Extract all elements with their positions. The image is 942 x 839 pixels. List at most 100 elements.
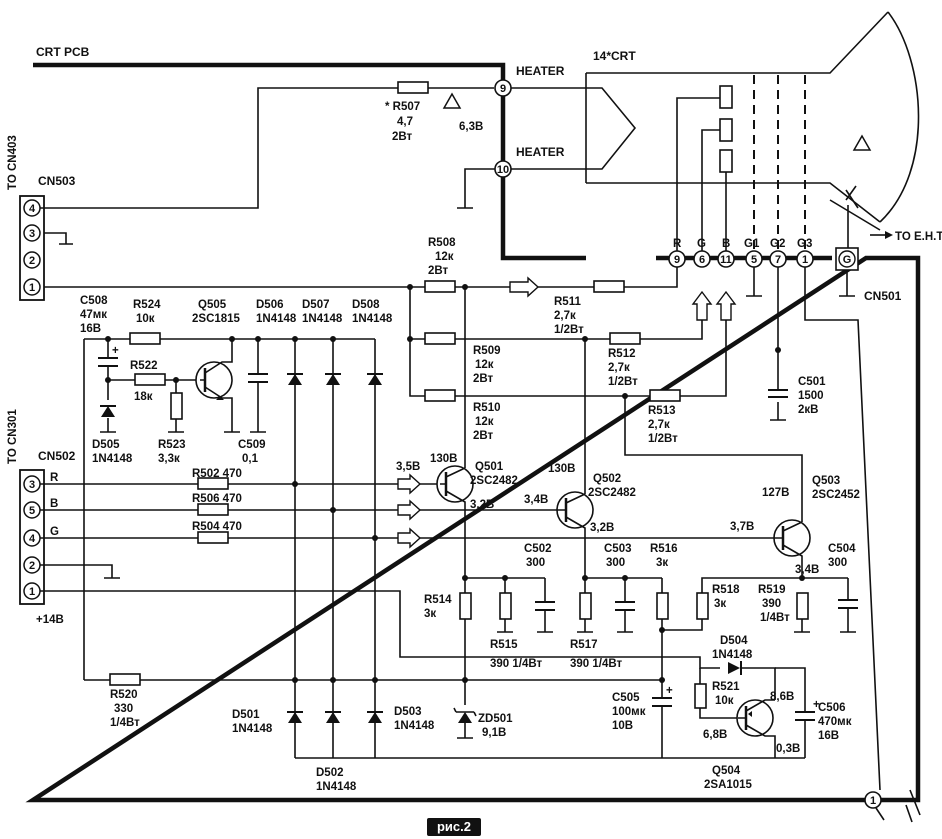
r516-label: R516 (650, 543, 678, 555)
svg-text:10к: 10к (715, 695, 734, 707)
svg-text:4,7: 4,7 (397, 116, 413, 128)
q504-label: Q504 (712, 765, 741, 777)
svg-text:0,1: 0,1 (242, 453, 259, 465)
c506-label: C506 (818, 702, 846, 714)
r510-label: R510 (473, 402, 501, 414)
svg-text:1/2Вт: 1/2Вт (554, 324, 584, 336)
svg-text:100мк: 100мк (612, 706, 646, 718)
svg-text:3,7В: 3,7В (730, 521, 754, 533)
c508-label: C508 (80, 295, 108, 307)
r511-label: R511 (554, 296, 581, 308)
svg-text:2Вт: 2Вт (473, 430, 494, 442)
r520-label: R520 (110, 689, 138, 701)
svg-text:+: + (112, 345, 119, 357)
svg-text:G1: G1 (744, 238, 760, 250)
r513-label: R513 (648, 405, 676, 417)
svg-text:3к: 3к (424, 608, 436, 620)
svg-text:2,7к: 2,7к (648, 419, 670, 431)
svg-text:1: 1 (870, 795, 876, 807)
board-title: CRT PCB (36, 45, 90, 59)
svg-text:5: 5 (751, 254, 757, 266)
svg-text:1N4148: 1N4148 (256, 313, 297, 325)
svg-text:12к: 12к (475, 359, 494, 371)
svg-text:3к: 3к (714, 598, 726, 610)
svg-text:G: G (843, 254, 852, 266)
svg-text:R: R (673, 238, 682, 250)
svg-text:390: 390 (762, 598, 781, 610)
svg-text:G: G (697, 238, 706, 250)
svg-text:2Вт: 2Вт (473, 373, 494, 385)
crt-socket-pins: 9 6 11 5 7 1 R G B G1 G2 G3 G (668, 238, 859, 271)
q502-label: 130В (548, 463, 576, 475)
svg-text:1/2Вт: 1/2Вт (608, 376, 638, 388)
c502-label: C502 (524, 543, 552, 555)
svg-text:1N4148: 1N4148 (302, 313, 343, 325)
d504-label: D504 (720, 635, 748, 647)
d502-label: D502 (316, 767, 344, 779)
svg-text:1N4148: 1N4148 (92, 453, 133, 465)
svg-text:3,2В: 3,2В (470, 499, 494, 511)
r504-label: R504 470 (192, 521, 242, 533)
r515-label: R515 (490, 639, 518, 651)
cn502-pin: 3 (29, 479, 35, 491)
svg-text:2SC1815: 2SC1815 (192, 313, 241, 325)
svg-text:2SA1015: 2SA1015 (704, 779, 753, 791)
svg-text:3,3к: 3,3к (158, 453, 180, 465)
svg-text:2,7к: 2,7к (608, 362, 630, 374)
supply-label: +14В (36, 614, 64, 626)
zd501-label: ZD501 (478, 713, 513, 725)
svg-text:2кВ: 2кВ (798, 404, 818, 416)
c505-label: C505 (612, 692, 640, 704)
svg-text:3,4В: 3,4В (524, 494, 548, 506)
svg-text:+: + (666, 685, 673, 697)
svg-text:B: B (722, 238, 730, 250)
svg-text:6: 6 (699, 254, 705, 266)
r519-label: R519 (758, 584, 786, 596)
cn501-label: CN501 (864, 289, 902, 303)
svg-text:300: 300 (606, 557, 625, 569)
q503-label: 127В (762, 487, 790, 499)
r517-label: R517 (570, 639, 598, 651)
svg-text:6,3В: 6,3В (459, 121, 483, 133)
c504-label: C504 (828, 543, 856, 555)
r523-label: R523 (158, 439, 186, 451)
cn503-pin: 4 (29, 203, 36, 215)
svg-text:1/4Вт: 1/4Вт (110, 717, 140, 729)
svg-text:12к: 12к (435, 251, 454, 263)
svg-text:1N4148: 1N4148 (232, 723, 273, 735)
d501-label: D501 (232, 709, 260, 721)
d508-label: D508 (352, 299, 380, 311)
svg-text:9: 9 (500, 83, 506, 95)
cn503-connector: 4 3 2 1 (19, 195, 45, 301)
svg-text:G3: G3 (797, 238, 812, 250)
c501-label: C501 (798, 376, 826, 388)
to-cn403-label: TO CN403 (7, 135, 19, 190)
svg-text:18к: 18к (134, 391, 153, 403)
r518-label: R518 (712, 584, 740, 596)
svg-text:11: 11 (720, 254, 732, 266)
svg-text:16В: 16В (818, 730, 839, 742)
svg-text:Q503: Q503 (812, 475, 840, 487)
svg-text:1N4148: 1N4148 (394, 720, 435, 732)
cn502-pin: 4 (29, 533, 36, 545)
r512-label: R512 (608, 348, 636, 360)
d507-label: D507 (302, 299, 330, 311)
svg-text:3к: 3к (656, 557, 668, 569)
svg-text:16В: 16В (80, 323, 101, 335)
crt-label: 14*CRT (593, 49, 636, 63)
svg-text:0,3В: 0,3В (776, 743, 800, 755)
d503-label: D503 (394, 706, 422, 718)
svg-text:1/2Вт: 1/2Вт (648, 433, 678, 445)
r508-label: R508 (428, 237, 456, 249)
cn502-pin: 2 (29, 560, 35, 572)
svg-text:1N4148: 1N4148 (352, 313, 393, 325)
svg-text:300: 300 (828, 557, 847, 569)
svg-text:G2: G2 (770, 238, 785, 250)
cn502-label: CN502 (38, 449, 76, 463)
svg-text:9: 9 (674, 254, 680, 266)
svg-text:2SC2482: 2SC2482 (470, 475, 518, 487)
cn503-pin: 1 (29, 282, 35, 294)
svg-text:1N4148: 1N4148 (712, 649, 753, 661)
svg-text:12к: 12к (475, 416, 494, 428)
